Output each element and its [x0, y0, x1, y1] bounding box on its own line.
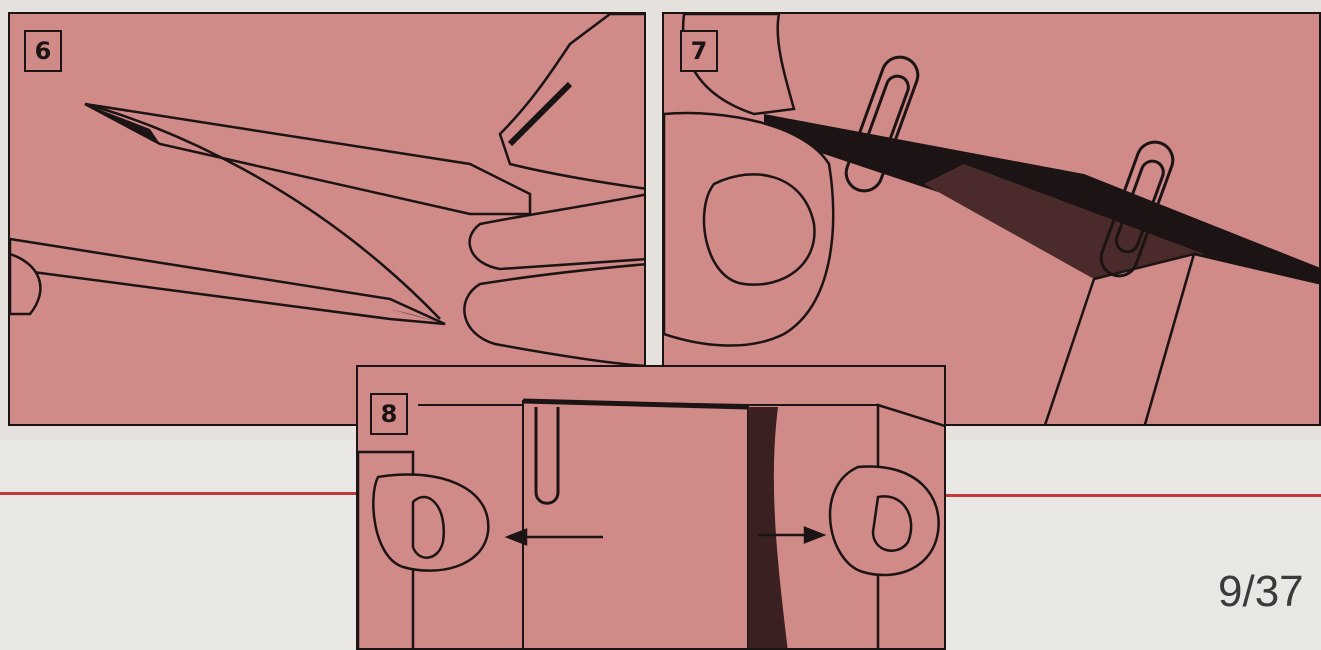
step-7-label: 7 [680, 30, 718, 72]
step-8-panel: 8 [356, 365, 946, 650]
pulling-apart-illustration [358, 367, 946, 650]
step-6-panel: 6 [8, 12, 646, 426]
right-red-rule [940, 494, 1321, 497]
left-red-rule [0, 492, 360, 495]
page-number: 9/37 [1218, 570, 1304, 614]
step-8-label: 8 [370, 393, 408, 435]
step-7-panel: 7 [662, 12, 1321, 426]
step-6-label: 6 [24, 30, 62, 72]
